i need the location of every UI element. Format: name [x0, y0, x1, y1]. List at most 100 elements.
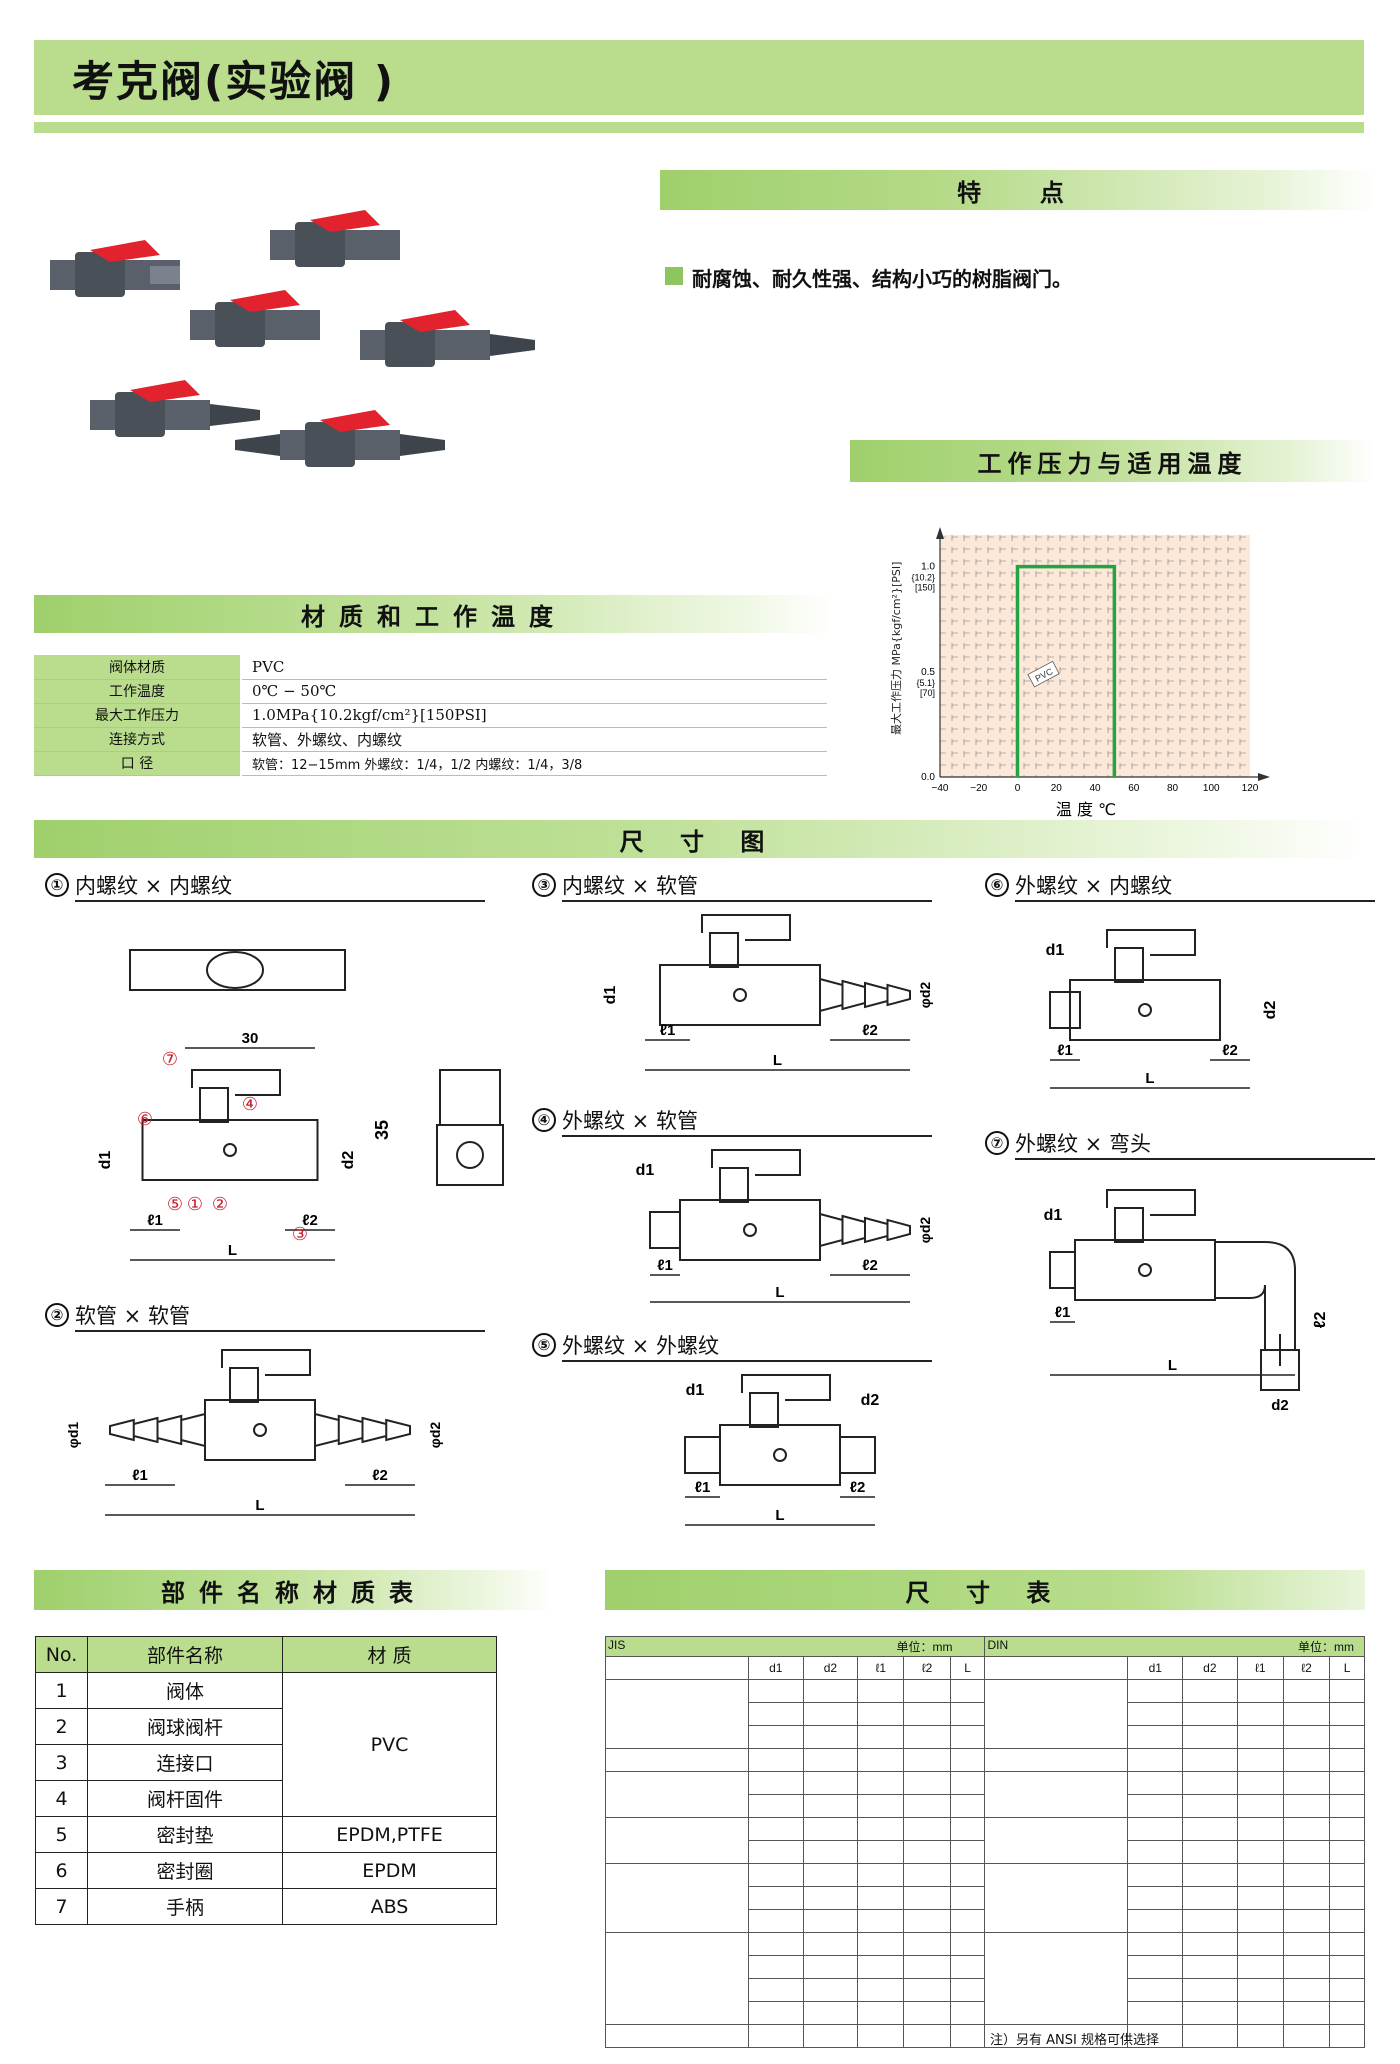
- drawing-1-top-view: [129, 949, 346, 991]
- dimtable-cell: [1282, 2001, 1331, 2025]
- hose-barb: [819, 977, 911, 1013]
- dimension-label: L: [1145, 1070, 1154, 1087]
- dimtable-type: [605, 1863, 749, 1933]
- x-tick-label: 0: [1015, 783, 1021, 794]
- valve-ball-mark: [773, 1448, 787, 1462]
- part-callout: ①: [187, 1194, 203, 1214]
- valve-ball-mark: [1138, 1003, 1152, 1017]
- dimtable-col-header: ℓ2: [903, 1656, 951, 1680]
- valve-stem: [229, 1367, 259, 1403]
- materials-value: PVC: [241, 655, 827, 680]
- dimtable-cell: [748, 1886, 804, 1910]
- dimtable-cell: [903, 1909, 951, 1933]
- chart-grid: [939, 535, 1250, 778]
- thread-end: [649, 1211, 681, 1249]
- thread-end: [1049, 991, 1081, 1029]
- dimtable-cell: [1236, 1978, 1284, 2002]
- dimtable-cell: [949, 1725, 986, 1749]
- valve-body: [679, 1199, 821, 1261]
- x-axis-arrow: [1258, 773, 1270, 781]
- drawing-heading-underline: [562, 1135, 932, 1137]
- dimtable-cell: [802, 1679, 859, 1703]
- dimtable-cell: [1236, 1748, 1284, 1772]
- dimension-label: ℓ1: [660, 1022, 676, 1039]
- dimtable-cell: [949, 1771, 986, 1795]
- dimtable-cell: [748, 1978, 804, 2002]
- dimension-label: d1: [1046, 942, 1065, 959]
- dimtable-type: [605, 2024, 749, 2048]
- dimtable-cell: [802, 1794, 859, 1818]
- drawing-label: 内螺纹 × 内螺纹: [75, 874, 232, 898]
- dimtable-cell: [1329, 2024, 1365, 2048]
- dimtable-cell: [1127, 2024, 1184, 2048]
- dimtable-cell: [857, 1725, 905, 1749]
- drawing-heading-underline: [562, 1360, 932, 1362]
- dimtable-cell: [949, 1794, 986, 1818]
- dimtable-cell: [949, 1955, 986, 1979]
- dimtable-cell: [1329, 2001, 1365, 2025]
- drawing-heading-underline: [75, 1330, 485, 1332]
- dimtable-cell: [857, 1955, 905, 1979]
- dimension-label: L: [775, 1507, 784, 1524]
- dimension-label: ℓ2: [850, 1479, 866, 1496]
- valve-handle: [741, 1374, 831, 1401]
- dimtable-cell: [1182, 1748, 1238, 1772]
- dimtable-cell: [949, 1886, 986, 1910]
- dimtable-cell: [1127, 1817, 1184, 1841]
- features-bullet-icon: [665, 267, 683, 285]
- dimtable-cell: [857, 1748, 905, 1772]
- dimtable-col-header: d1: [1127, 1656, 1184, 1680]
- dimtable-cell: [903, 2024, 951, 2048]
- part-callout: ②: [212, 1194, 228, 1214]
- dimtable-cell: [1329, 1679, 1365, 1703]
- dimtable-cell: [903, 1886, 951, 1910]
- pvc-label-box: [1027, 660, 1060, 688]
- product-photo: [50, 210, 535, 467]
- dimtable-cell: [1282, 1771, 1331, 1795]
- drawing-1-side-view: [436, 1069, 504, 1186]
- drawing-number: ③: [532, 873, 556, 897]
- y-tick-label: 0.5: [921, 667, 935, 678]
- valve-handle: [1106, 1189, 1196, 1216]
- materials-key: 连接方式: [34, 727, 242, 752]
- parts-no: 4: [35, 1780, 88, 1817]
- elbow-barb: [1260, 1349, 1300, 1391]
- jis-unit: 单位：mm: [896, 1640, 953, 1654]
- drawing-label: 外螺纹 × 弯头: [1015, 1132, 1151, 1156]
- dimtable-cell: [1329, 1840, 1365, 1864]
- dimension-label: φd1: [65, 1422, 81, 1449]
- valve-side-body: [436, 1124, 504, 1186]
- dimtable-type: [984, 1932, 1129, 2025]
- parts-name: 阀体: [87, 1672, 283, 1709]
- din-unit: 单位：mm: [1298, 1640, 1354, 1654]
- dimtable-cell: [748, 1955, 804, 1979]
- dimtable-cell: [1182, 1863, 1238, 1887]
- dimension-label: L: [1168, 1357, 1177, 1374]
- dimtable-cell: [802, 2024, 859, 2048]
- dimension-label: ℓ1: [657, 1257, 673, 1274]
- dimtable-cell: [903, 1771, 951, 1795]
- parts-name: 连接口: [87, 1744, 283, 1781]
- dimension-label: 35: [372, 1120, 392, 1140]
- dimtable-cell: [1127, 1748, 1184, 1772]
- parts-no: 3: [35, 1744, 88, 1781]
- dimtable-cell: [903, 1955, 951, 1979]
- dimtable-cell: [1127, 1702, 1184, 1726]
- dimension-label: d1: [636, 1162, 655, 1179]
- x-tick-label: −40: [932, 783, 949, 794]
- thread-end: [684, 1436, 721, 1474]
- dimtable-cell: [949, 1702, 986, 1726]
- dimtable-cell: [903, 1817, 951, 1841]
- dimtable-cell: [1329, 1932, 1365, 1956]
- dimension-label: ℓ2: [372, 1467, 388, 1484]
